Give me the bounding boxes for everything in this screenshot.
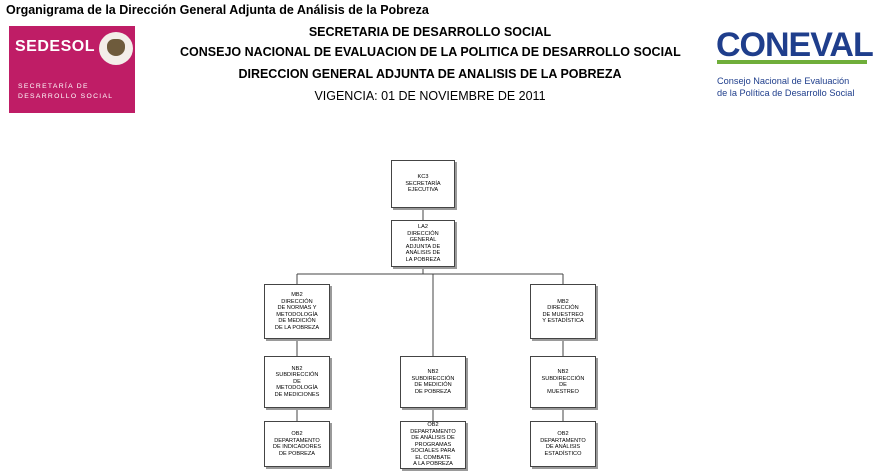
org-node-text: NB2 SUBDIRECCIÓN DE MUESTREO: [541, 369, 585, 395]
sedesol-caption: SECRETARÍA DE DESARROLLO SOCIAL: [18, 82, 113, 102]
sedesol-logo: SEDESOL SECRETARÍA DE DESARROLLO SOCIAL: [9, 26, 135, 113]
org-node-depto-indicadores: OB2 DEPARTAMENTO DE INDICADORES DE POBRE…: [264, 421, 330, 467]
org-node-direccion-normas-metodologia: MB2 DIRECCIÓN DE NORMAS Y METODOLOGÍA DE…: [264, 284, 330, 339]
org-node-direccion-general-adjunta: LA2 DIRECCIÓN GENERAL ADJUNTA DE ANÁLISI…: [391, 220, 455, 267]
coneval-accent-bar: [717, 60, 867, 64]
header-line-1: SECRETARIA DE DESARROLLO SOCIAL: [308, 25, 552, 39]
org-node-text: MB2 DIRECCIÓN DE MUESTREO Y ESTADÍSTICA: [542, 298, 584, 325]
org-node-depto-analisis-estadistico: OB2 DEPARTAMENTO DE ANÁLISIS ESTADÍSTICO: [530, 421, 596, 467]
page-title: Organigrama de la Dirección General Adju…: [6, 3, 429, 17]
sedesol-caption-line1: SECRETARÍA DE: [18, 83, 89, 90]
org-node-subdireccion-muestreo: NB2 SUBDIRECCIÓN DE MUESTREO: [530, 356, 596, 408]
mexican-seal-icon: [99, 32, 133, 65]
org-node-text: MB2 DIRECCIÓN DE NORMAS Y METODOLOGÍA DE…: [274, 292, 320, 331]
org-node-depto-programas-sociales: OB2 DEPARTAMENTO DE ANÁLISIS DE PROGRAMA…: [400, 421, 466, 469]
org-node-text: OB2 DEPARTAMENTO DE ANÁLISIS ESTADÍSTICO: [540, 431, 586, 457]
header-line-3: DIRECCION GENERAL ADJUNTA DE ANALISIS DE…: [238, 67, 622, 81]
sedesol-wordmark: SEDESOL: [15, 38, 95, 55]
header-line-2: CONSEJO NACIONAL DE EVALUACION DE LA POL…: [180, 45, 681, 59]
org-node-text: KC3 SECRETARÍA EJECUTIVA: [405, 174, 441, 194]
org-node-subdireccion-medicion: NB2 SUBDIRECCIÓN DE MEDICIÓN DE POBREZA: [400, 356, 466, 408]
org-node-text: LA2 DIRECCIÓN GENERAL ADJUNTA DE ANÁLISI…: [405, 224, 441, 263]
sedesol-caption-line2: DESARROLLO SOCIAL: [18, 93, 114, 100]
coneval-wordmark: CONEVAL: [716, 26, 874, 64]
coneval-logo: CONEVAL Consejo Nacional de Evaluación d…: [714, 24, 874, 104]
org-node-text: OB2 DEPARTAMENTO DE INDICADORES DE POBRE…: [272, 431, 322, 457]
header-validity: VIGENCIA: 01 DE NOVIEMBRE DE 2011: [314, 89, 546, 103]
eagle-icon: [107, 39, 125, 56]
org-node-text: NB2 SUBDIRECCIÓN DE MEDICIÓN DE POBREZA: [411, 369, 455, 395]
org-node-direccion-muestreo: MB2 DIRECCIÓN DE MUESTREO Y ESTADÍSTICA: [530, 284, 596, 339]
org-node-text: OB2 DEPARTAMENTO DE ANÁLISIS DE PROGRAMA…: [410, 422, 456, 468]
coneval-subtitle-line2: de la Política de Desarrollo Social: [717, 88, 855, 98]
coneval-subtitle-line1: Consejo Nacional de Evaluación: [717, 76, 850, 86]
org-node-subdireccion-metodologia: NB2 SUBDIRECCIÓN DE METODOLOGÍA DE MEDIC…: [264, 356, 330, 408]
org-node-text: NB2 SUBDIRECCIÓN DE METODOLOGÍA DE MEDIC…: [274, 365, 320, 398]
org-node-secretaria-ejecutiva: KC3 SECRETARÍA EJECUTIVA: [391, 160, 455, 208]
